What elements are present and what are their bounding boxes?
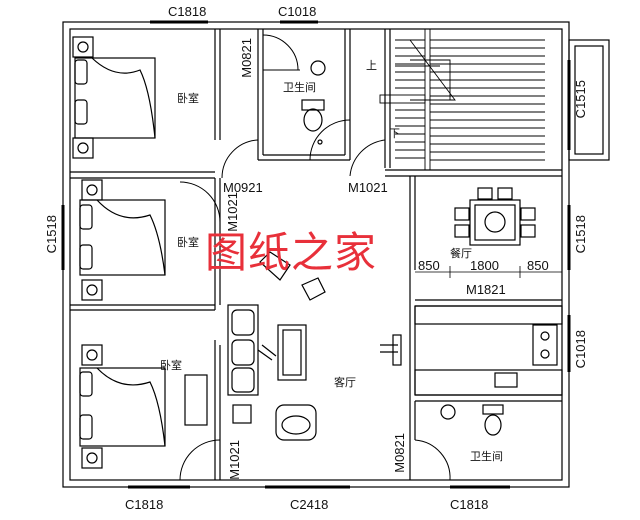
door-label-stair-hall: M1021 — [348, 180, 388, 195]
bath-top-fixtures — [301, 60, 326, 145]
window-label-right-stair: C1515 — [573, 80, 588, 119]
staircase — [379, 29, 545, 170]
dimension-center: 1800 — [470, 258, 499, 273]
window-label-bottom-right: C1818 — [450, 497, 489, 512]
door-label-bedroom-mid: M1021 — [225, 192, 240, 232]
bath-bottom-fixtures — [440, 404, 504, 436]
room-label-bedroom-top: 卧室 — [177, 92, 199, 105]
watermark: 图纸之家 — [205, 228, 378, 277]
stair-up-label: 上 — [366, 59, 377, 72]
bed-bottom — [79, 344, 208, 469]
room-label-bathroom-bottom: 卫生间 — [470, 450, 503, 463]
dimension-line — [415, 266, 562, 278]
door-label-bedroom-top: M0921 — [223, 180, 263, 195]
door-label-bedroom-bottom: M1021 — [227, 440, 242, 480]
room-label-bathroom-top: 卫生间 — [283, 81, 316, 94]
dimension-left: 850 — [418, 258, 440, 273]
window-label-top-middle: C1018 — [278, 4, 317, 19]
dining-table — [454, 187, 536, 246]
window-label-left-middle: C1518 — [44, 215, 59, 254]
door-swings — [179, 34, 451, 481]
window-label-bottom-middle: C2418 — [290, 497, 329, 512]
room-label-dining: 餐厅 — [450, 247, 472, 260]
door-label-bath-top: M0821 — [239, 38, 254, 78]
living-furniture — [227, 251, 402, 441]
dimension-right: 850 — [527, 258, 549, 273]
door-label-bath-bottom: M0821 — [392, 433, 407, 473]
window-label-right-kitchen: C1018 — [573, 330, 588, 369]
door-label-kitchen: M1821 — [466, 282, 506, 297]
kitchen-counter — [414, 305, 563, 396]
window-label-top-left: C1818 — [168, 4, 207, 19]
room-label-bedroom-mid: 卧室 — [177, 236, 199, 249]
stair-down-label: 下 — [389, 127, 400, 140]
bed-top — [72, 36, 156, 159]
bed-middle — [79, 179, 166, 301]
window-label-bottom-left: C1818 — [125, 497, 164, 512]
room-label-bedroom-bottom: 卧室 — [160, 359, 182, 372]
room-label-living: 客厅 — [334, 376, 356, 389]
balcony — [568, 39, 610, 161]
window-label-right-dining: C1518 — [573, 215, 588, 254]
